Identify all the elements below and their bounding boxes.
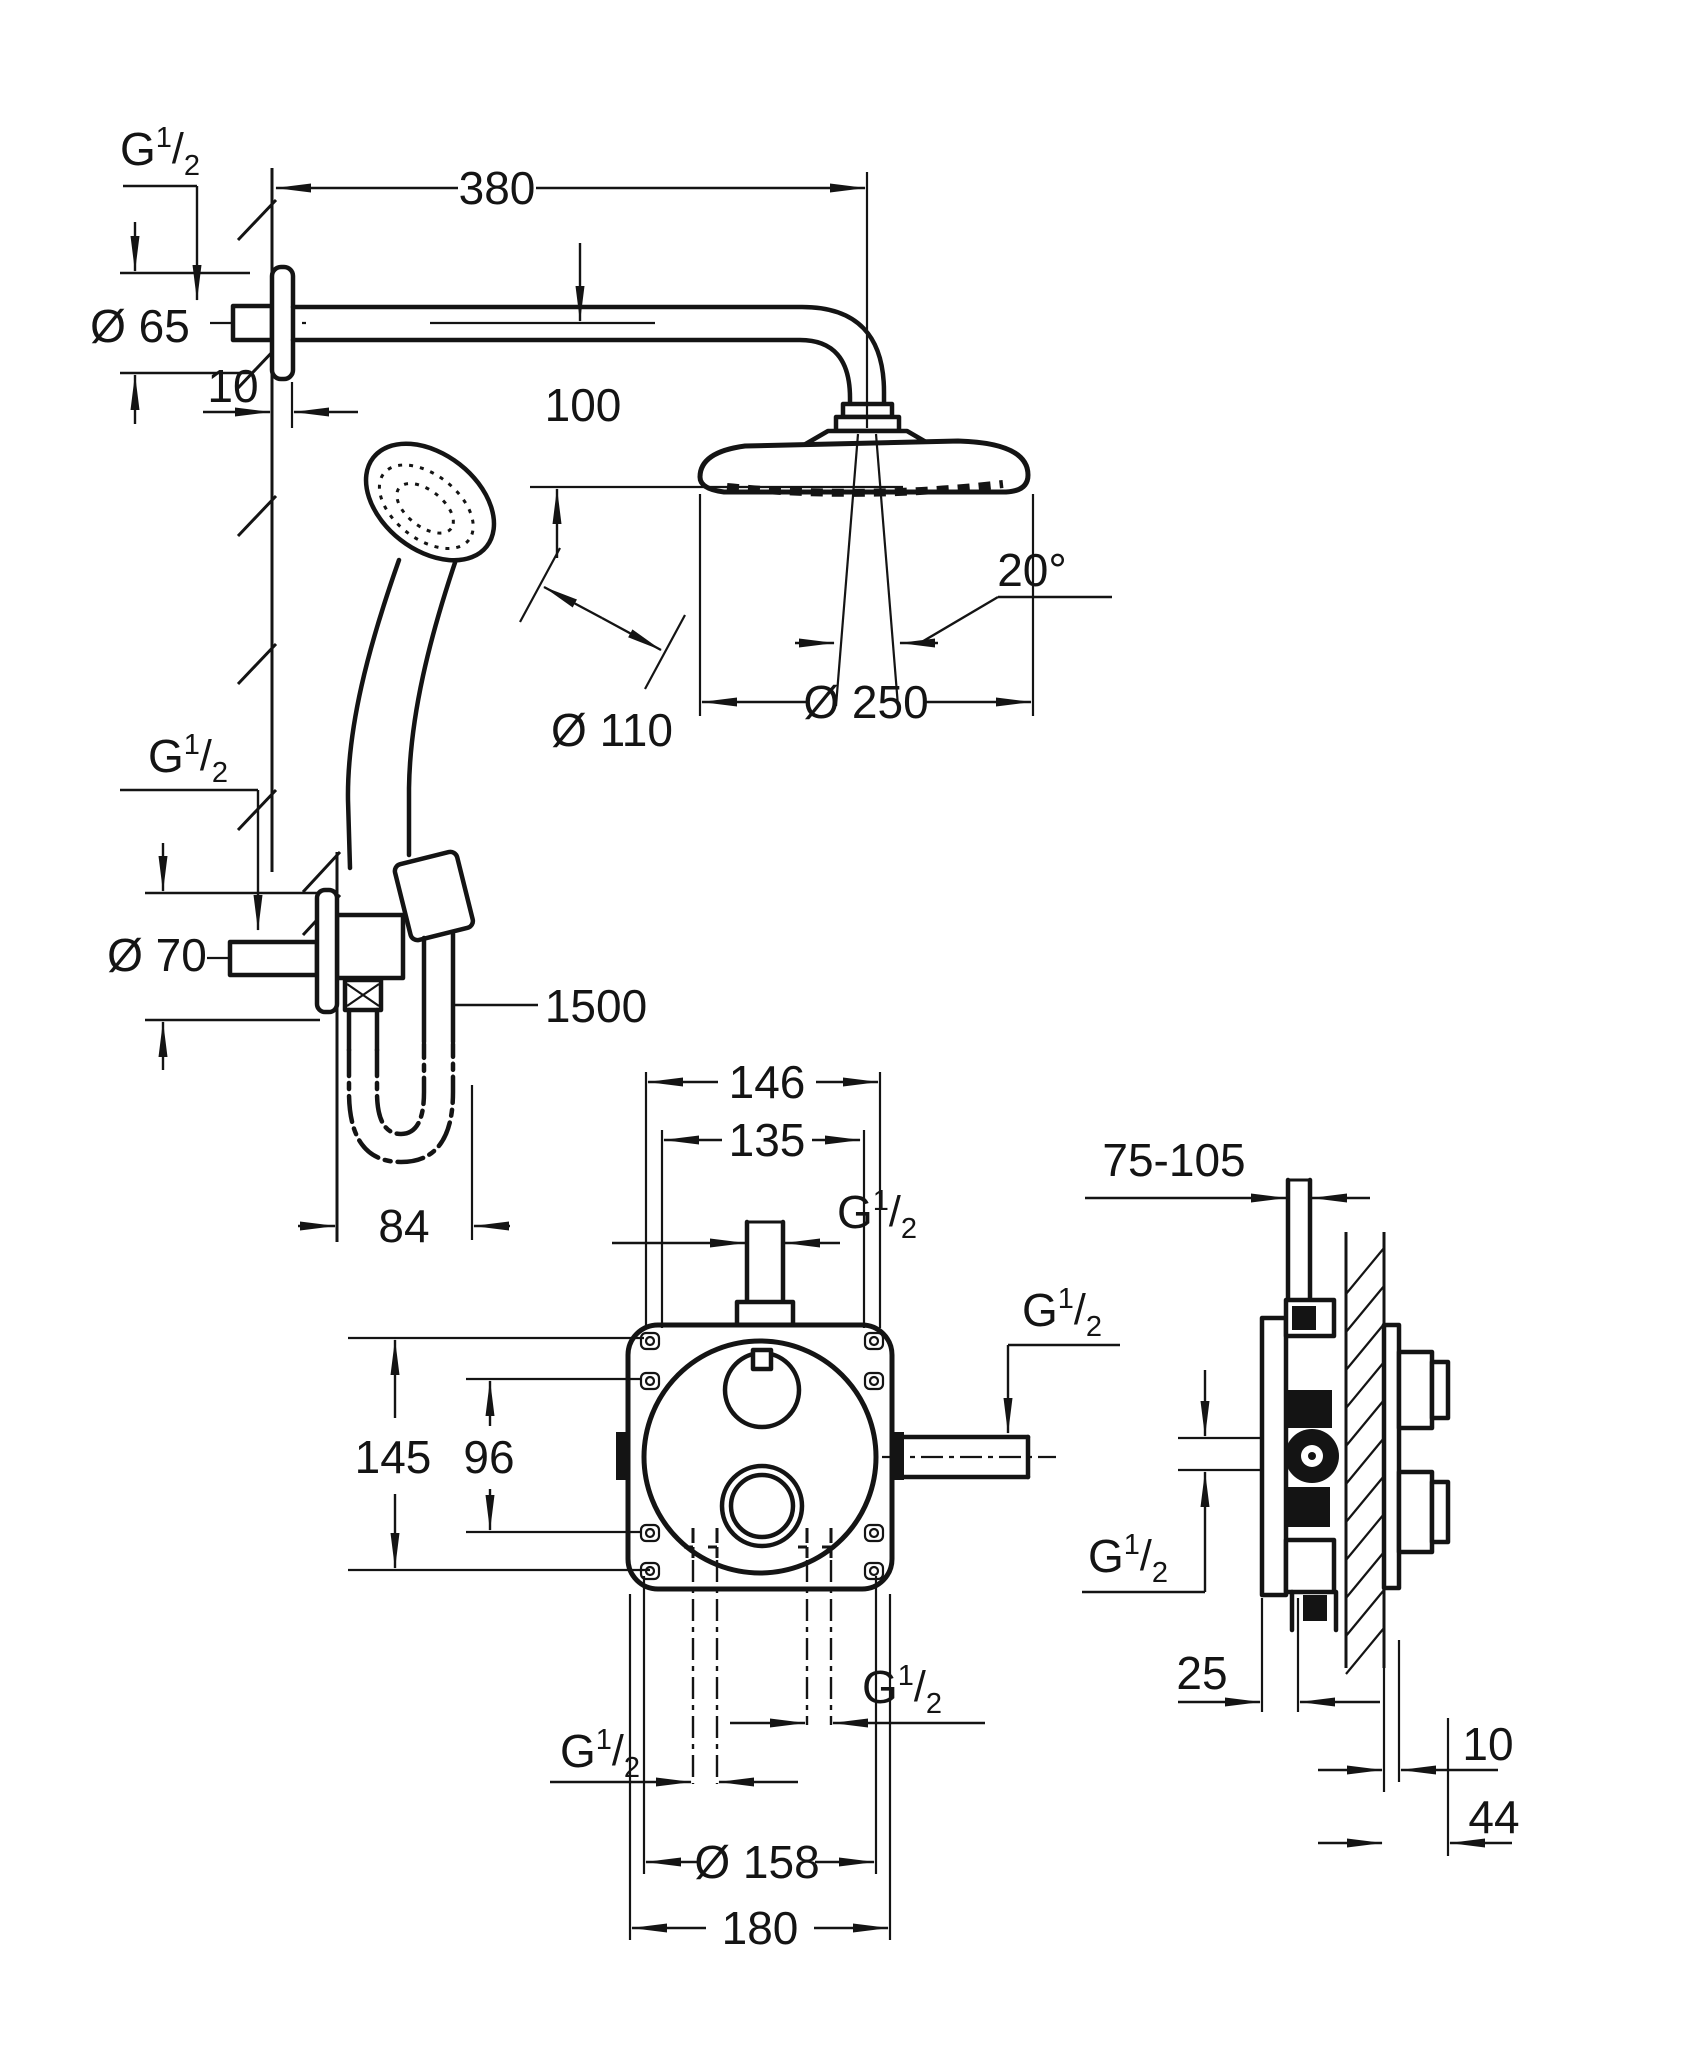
dim-knob-protrusion: 44 — [1318, 1718, 1520, 1856]
bottom-right-outlet-thread-label: G1/2 — [862, 1660, 942, 1720]
dim-side-inlet-thread: G1/2 — [1082, 1370, 1262, 1594]
head-diameter-label: Ø 250 — [803, 676, 928, 728]
thermostat-front-view — [616, 1219, 1056, 1784]
plate-circle-diameter-label: Ø 158 — [694, 1836, 819, 1888]
connection-symbols — [684, 1528, 833, 1558]
screw-spacing-inner-v-label: 96 — [463, 1431, 514, 1483]
dim-hose-offset: 84 — [298, 1085, 510, 1252]
top-outlet-flange — [734, 1299, 796, 1328]
screw-spacing-outer-h-label: 146 — [729, 1056, 806, 1108]
plate-width-label: 180 — [722, 1902, 799, 1954]
volume-knob-outer — [719, 1463, 805, 1549]
arm-flange-diameter-label: Ø 65 — [90, 300, 190, 352]
screw-holes — [639, 1331, 885, 1581]
knob-protrusion-label: 44 — [1468, 1791, 1519, 1843]
dim-plate-width: 180 — [628, 1594, 892, 1954]
dim-wall-offset-top: 10 — [203, 360, 358, 428]
thermostat-side-view — [1259, 1177, 1451, 1675]
side-inlet-thread-label: G1/2 — [1088, 1529, 1168, 1589]
valve-body-circle — [641, 1338, 879, 1576]
spray-face-dots-inner — [395, 482, 455, 535]
head-shower — [697, 172, 1031, 707]
dim-screw-spacing-inner-v: 96 — [463, 1377, 640, 1534]
body-section-depth-label: 25 — [1176, 1647, 1227, 1699]
dim-arm-thread: G1/2 — [120, 122, 202, 301]
dim-plate-thickness: 10 — [1318, 1596, 1514, 1792]
hose-offset-label: 84 — [378, 1200, 429, 1252]
dim-top-outlet-thread: G1/2 — [612, 1185, 917, 1248]
wall-offset-top-label: 10 — [207, 360, 258, 412]
holder-cup — [392, 849, 476, 943]
nozzle-band — [726, 480, 1004, 497]
holder-body — [334, 912, 406, 981]
dim-holder-flange-diameter: Ø 70 — [107, 843, 320, 1070]
dim-arm-flange-diameter: Ø 65 — [90, 222, 250, 424]
dim-hand-shower-diameter: Ø 110 — [519, 547, 686, 756]
dim-arm-length: 380 — [275, 162, 866, 214]
holder-escutcheon — [314, 887, 340, 1015]
dim-body-section-depth: 25 — [1176, 1598, 1380, 1712]
right-outlet-thread-label: G1/2 — [1022, 1283, 1102, 1343]
dim-screw-spacing-outer-v: 145 — [348, 1336, 650, 1572]
dim-head-drop: 100 — [430, 243, 903, 558]
bottom-left-outlet-thread-label: G1/2 — [560, 1724, 640, 1784]
shower-hose — [346, 1007, 456, 1165]
wall-holder — [207, 849, 476, 1242]
temperature-knob-side — [1396, 1349, 1435, 1431]
holder-thread-label: G1/2 — [148, 729, 228, 789]
volume-knob-inner — [728, 1472, 796, 1540]
top-outlet-thread-label: G1/2 — [837, 1185, 917, 1245]
install-depth-label: 75-105 — [1102, 1134, 1245, 1186]
screw-spacing-outer-v-label: 145 — [355, 1431, 432, 1483]
hose-nut — [342, 977, 384, 1013]
left-outlet-tab — [616, 1432, 630, 1480]
spray-line-right — [874, 433, 900, 707]
trim-plate-side — [1381, 1322, 1402, 1591]
arm-thread-label: G1/2 — [120, 122, 200, 182]
dim-head-diameter: Ø 250 — [698, 494, 1035, 728]
screw-spacing-inner-h-label: 135 — [729, 1114, 806, 1166]
dim-plate-circle-diameter: Ø 158 — [642, 1576, 878, 1888]
dim-holder-thread: G1/2 — [120, 729, 263, 931]
plate-thickness-label: 10 — [1462, 1718, 1513, 1770]
hand-shower — [345, 441, 497, 871]
holder-flange-diameter-label: Ø 70 — [107, 929, 207, 981]
wall-section-side — [1344, 1232, 1386, 1675]
dim-screw-spacing-outer-h: 146 — [644, 1056, 882, 1328]
dim-bottom-right-outlet-thread: G1/2 — [730, 1660, 985, 1728]
dim-right-outlet-thread: G1/2 — [1003, 1283, 1120, 1434]
hand-shower-diameter-label: Ø 110 — [551, 704, 673, 756]
rough-in-body — [1259, 1315, 1289, 1598]
dim-hose-length: 1500 — [455, 980, 647, 1032]
arm-length-label: 380 — [459, 162, 536, 214]
dim-bottom-left-outlet-thread: G1/2 — [550, 1724, 798, 1787]
dim-screw-spacing-inner-h: 135 — [660, 1114, 866, 1328]
volume-knob-side — [1396, 1469, 1435, 1555]
spray-line-left — [834, 433, 860, 707]
head-drop-label: 100 — [545, 379, 622, 431]
dim-install-depth: 75-105 — [1085, 1134, 1370, 1203]
hose-length-label: 1500 — [545, 980, 647, 1032]
safestop-button — [750, 1347, 774, 1372]
